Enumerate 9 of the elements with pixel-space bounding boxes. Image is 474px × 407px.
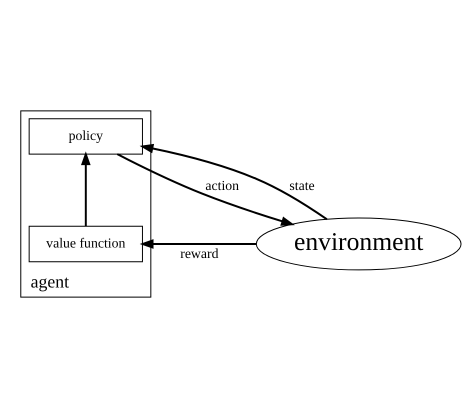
edge-label: reward [180, 245, 219, 260]
arrow [80, 150, 91, 226]
arrow [116, 152, 295, 226]
arrow [140, 143, 328, 220]
edge-label: action [205, 177, 240, 192]
edge-label: state [289, 177, 315, 192]
node-box: value function [28, 225, 143, 262]
arrow [140, 238, 256, 248]
node-box: policy [28, 118, 143, 154]
